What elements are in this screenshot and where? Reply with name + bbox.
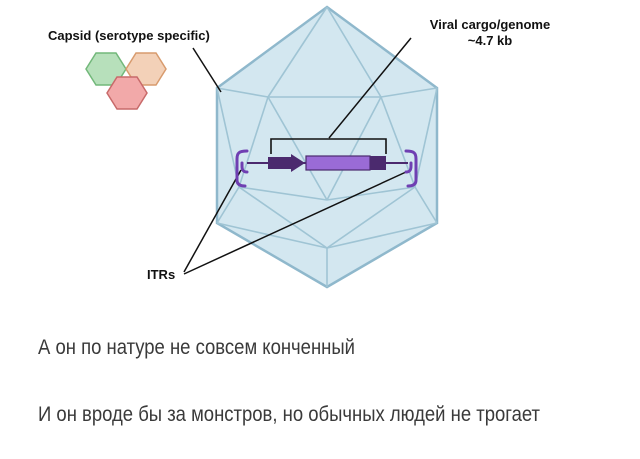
polya-box <box>370 156 386 170</box>
capsid-pointer-line <box>192 47 222 93</box>
caption-line-1: А он по натуре не совсем конченный <box>38 336 355 359</box>
genome-cassette <box>235 138 418 188</box>
capsid-icosahedron <box>215 5 439 289</box>
itr-pointer-line-right <box>183 171 407 275</box>
serotype-hexagons <box>85 52 167 110</box>
itrs-label: ITRs <box>147 267 175 282</box>
aav-diagram: Capsid (serotype specific) Viral cargo/g… <box>48 5 550 289</box>
cargo-label-line1: Viral cargo/genome <box>430 17 550 32</box>
transgene-box <box>305 155 371 171</box>
capsid-label: Capsid (serotype specific) <box>48 28 210 43</box>
promoter-arrow <box>268 154 305 172</box>
itr-right <box>404 149 418 188</box>
pointer-lines <box>183 37 412 275</box>
itr-pointer-line-left <box>183 169 242 273</box>
cargo-bracket <box>270 138 387 154</box>
caption-line-2: И он вроде бы за монстров, но обычных лю… <box>38 403 541 426</box>
cargo-label-line2: ~4.7 kb <box>468 33 513 48</box>
cargo-pointer-line <box>328 37 412 139</box>
red-hexagon <box>106 76 148 110</box>
itr-left <box>235 149 249 188</box>
